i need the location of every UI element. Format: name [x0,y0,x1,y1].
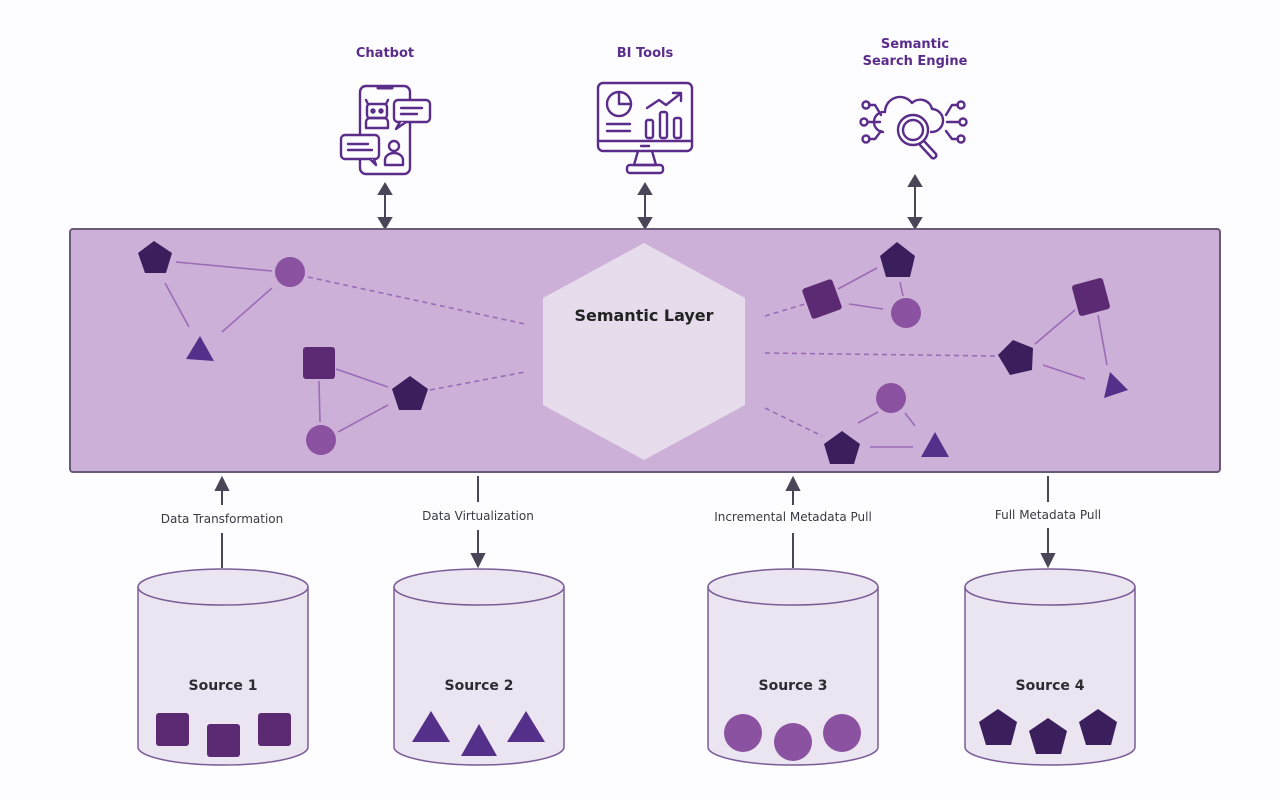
triangle-item [507,711,545,742]
square-item [156,713,189,746]
source-label-2: Source 2 [444,678,514,694]
triangle-item [412,711,450,742]
pentagon-node [880,242,915,277]
square-node [303,347,335,379]
chatbot-phone-icon [339,84,432,176]
triangle-node [1104,372,1128,398]
semantic-layer-title: Semantic Layer [574,306,714,325]
circle-item [774,723,812,761]
square-node [802,279,842,319]
flow-label-data-transformation: Data Transformation [158,512,286,526]
semantic-layer-hexagon [543,243,745,460]
circle-node [306,425,336,455]
pentagon-node [392,376,428,410]
circle-item [823,714,861,752]
consumer-arrow-search-engine [907,174,923,230]
circle-node [891,298,921,328]
flow-arrows [214,475,1056,569]
circle-node [876,383,906,413]
consumer-title-bi-tools: BI Tools [616,46,674,61]
source-4-items [979,709,1117,754]
layer-nodes [138,241,1128,464]
pentagon-node [138,241,172,273]
source-label-3: Source 3 [758,678,828,694]
pentagon-node [998,340,1033,375]
triangle-node [186,336,214,361]
source-1-items [156,713,291,757]
pentagon-item [1079,709,1117,745]
consumer-title-search-engine: Semantic Search Engine [862,37,968,69]
circle-item [724,714,762,752]
triangle-item [461,724,497,756]
flow-label-incremental-metadata-pull: Incremental Metadata Pull [712,510,874,524]
source-2-items [412,711,545,756]
pentagon-item [1029,718,1067,754]
square-item [258,713,291,746]
cluster-edges [164,261,1108,448]
triangle-node [921,432,949,457]
flow-label-data-virtualization: Data Virtualization [420,509,536,523]
circle-node [275,257,305,287]
square-node [1072,278,1110,316]
flow-label-full-metadata-pull: Full Metadata Pull [992,508,1104,522]
source-label-1: Source 1 [188,678,258,694]
square-item [207,724,240,757]
source-label-4: Source 4 [1015,678,1085,694]
consumer-arrow-bi-tools [637,182,653,230]
dashed-links [307,276,996,437]
consumer-title-chatbot: Chatbot [355,46,415,61]
consumer-arrow-chatbot [377,182,393,230]
cloud-search-icon [859,95,968,160]
pentagon-item [979,709,1017,745]
source-3-items [724,714,861,761]
pentagon-node [824,431,860,464]
bi-dashboard-monitor-icon [596,81,694,175]
